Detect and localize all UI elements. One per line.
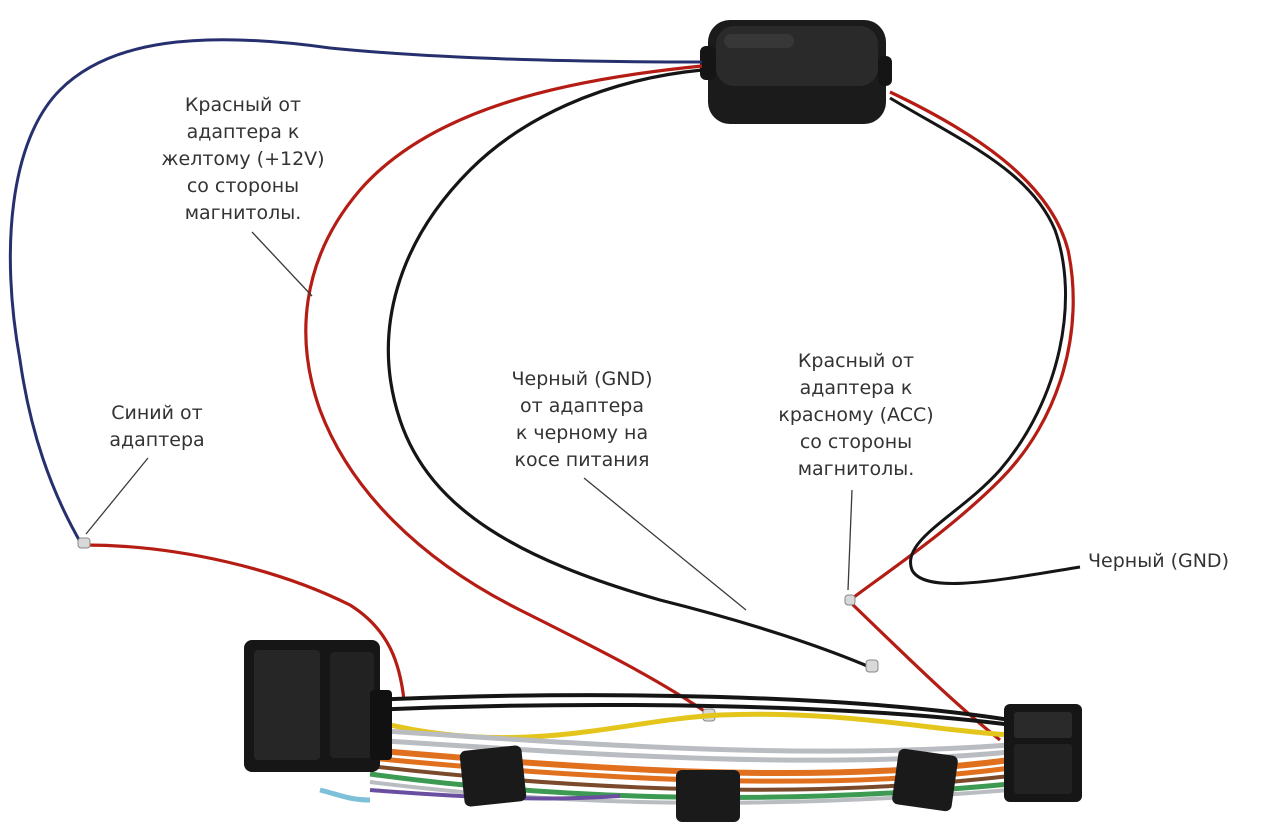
label-line: адаптера (109, 429, 205, 451)
label-line: со стороны (799, 431, 913, 453)
blue-wire (8, 38, 703, 546)
label-black-gnd-harness: Черный (GND) от адаптера к черному на ко… (482, 366, 682, 474)
label-line: от адаптера (519, 395, 645, 417)
label-line: косе питания (514, 449, 650, 471)
red-acc-wire (849, 90, 1075, 602)
label-line: Красный от (797, 350, 915, 372)
right-connector (1004, 704, 1082, 802)
blue-splice-red-wire (83, 543, 406, 701)
adapter-box (700, 20, 892, 124)
label-black-gnd: Черный (GND) (1088, 548, 1268, 575)
label-line: магнитолы. (797, 458, 915, 480)
label-line: со стороны (186, 175, 300, 197)
black-gnd-loose-wire (889, 96, 1081, 585)
label-line: адаптера к (799, 377, 913, 399)
label-line: желтому (+12V) (161, 148, 325, 170)
label-line: магнитолы. (184, 202, 302, 224)
velcro-wraps (459, 745, 958, 822)
label-line: Красный от (184, 94, 302, 116)
label-line: Черный (GND) (1088, 550, 1229, 572)
label-red-acc: Красный от адаптера к красному (ACC) со … (756, 348, 956, 483)
label-blue: Синий от адаптера (86, 400, 228, 454)
label-line: к черному на (515, 422, 649, 444)
left-connector (244, 640, 392, 772)
label-line: красному (ACC) (778, 404, 934, 426)
label-line: Синий от (111, 402, 203, 424)
red-12v-wire (304, 64, 711, 717)
label-line: Черный (GND) (511, 368, 653, 390)
black-gnd-wire (386, 68, 873, 670)
label-line: адаптера к (186, 121, 300, 143)
red-acc-to-connector (848, 600, 1001, 742)
splice-markers (77, 537, 879, 722)
label-red-12v: Красный от адаптера к желтому (+12V) со … (150, 92, 336, 227)
leader-lines (85, 231, 853, 611)
